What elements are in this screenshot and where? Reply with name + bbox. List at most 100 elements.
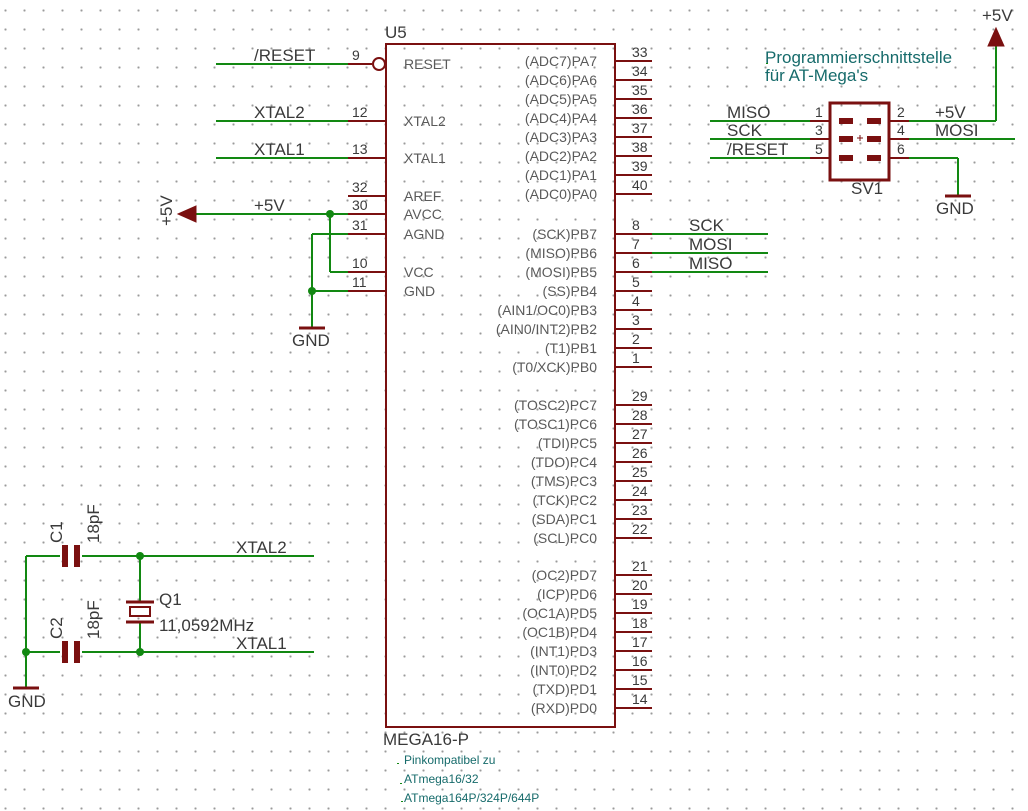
ic-left-nets: /RESET XTAL2 XTAL1 +5V +5V GND xyxy=(157,46,348,350)
pin-number: 18 xyxy=(632,615,648,631)
supply-arrow-right xyxy=(987,26,1005,47)
header-sv1: Programmierschnittstelle für AT-Mega's S… xyxy=(710,6,1015,218)
pin-number: 20 xyxy=(632,577,648,593)
pin-name: (AIN1/OC0)PB3 xyxy=(497,302,597,318)
pin-number: 30 xyxy=(352,197,368,213)
pin-inversion-bubble xyxy=(372,57,386,71)
ic-pin-right-15: 15(TXD)PD1 xyxy=(532,672,652,697)
gnd-label-left: GND xyxy=(292,331,330,350)
pin-number: 29 xyxy=(632,388,648,404)
crystal-value: 11,0592MHz xyxy=(159,616,254,635)
crystal-body xyxy=(129,606,151,617)
ic-pin-right-8: 8 (SCK)PB7 xyxy=(532,217,652,242)
pin-number: 31 xyxy=(352,217,368,233)
supply-label-left: +5V xyxy=(157,195,176,226)
hdr-label-sck: SCK xyxy=(727,121,763,140)
pin-number: 36 xyxy=(632,101,648,117)
junction-xtal2 xyxy=(136,552,144,560)
capacitor-c2: C2 18pF xyxy=(47,600,103,663)
pin-name: VCC xyxy=(404,264,434,280)
ic-right-pins: 33(ADC7)PA734(ADC6)PA635(ADC5)PA536(ADC4… xyxy=(496,44,652,716)
pin-name: (TDO)PC4 xyxy=(531,454,597,470)
pin-name: AGND xyxy=(404,226,444,242)
ic-pin-right-28: 28(TOSC1)PC6 xyxy=(514,407,652,432)
header-pad-right-2 xyxy=(867,118,881,124)
pin-number: 25 xyxy=(632,464,648,480)
pin-name: (SDA)PC1 xyxy=(532,511,598,527)
pin-name: (SCK)PB7 xyxy=(532,226,597,242)
pin-name: (TOSC2)PC7 xyxy=(514,397,597,413)
hdr-label-5v: +5V xyxy=(935,103,966,122)
pin-name: (OC1B)PD4 xyxy=(522,624,597,640)
ic-value: MEGA16-P xyxy=(383,730,469,749)
ic-pin-right-40: 40(ADC0)PA0 xyxy=(525,177,652,202)
c2-plate-left xyxy=(62,641,68,663)
pin-number: 6 xyxy=(632,255,640,271)
header-pads xyxy=(839,118,881,161)
gnd-label-right: GND xyxy=(936,199,974,218)
ic-pin-right-38: 38(ADC2)PA2 xyxy=(525,139,652,164)
c2-plate-right xyxy=(74,641,80,663)
pin-number: 8 xyxy=(632,217,640,233)
pin-number: 12 xyxy=(352,104,368,120)
ic-pin-right-20: 20(ICP)PD6 xyxy=(537,577,652,602)
net-label-avcc: +5V xyxy=(254,196,285,215)
header-pin-num-5: 5 xyxy=(815,141,823,157)
pin-name: (INT1)PD3 xyxy=(530,643,597,659)
ic-pin-right-16: 16(INT0)PD2 xyxy=(530,653,652,678)
pin-name: (SCL)PC0 xyxy=(533,530,597,546)
pin-name: (SS)PB4 xyxy=(543,283,598,299)
ic-refdes: U5 xyxy=(385,23,407,42)
ic-pin-right-22: 22 (SCL)PC0 xyxy=(533,521,652,546)
gnd-label-crystal: GND xyxy=(8,692,46,711)
pin-number: 4 xyxy=(632,293,640,309)
hdr-label-reset: /RESET xyxy=(727,140,788,159)
pin-number: 9 xyxy=(352,47,360,63)
pin-name: (MOSI)PB5 xyxy=(525,264,597,280)
net-label-xtal1: XTAL1 xyxy=(254,140,305,159)
header-pad-left-5 xyxy=(839,155,853,161)
pin-number: 38 xyxy=(632,139,648,155)
pin-name: RESET xyxy=(404,56,451,72)
note-line-2: ATmega16/32 xyxy=(404,772,479,786)
pin-name: AREF xyxy=(404,188,441,204)
pin-name: (MISO)PB6 xyxy=(525,245,597,261)
ic-pin-right-19: 19 (OC1A)PD5 xyxy=(522,596,652,621)
hdr-label-miso: MISO xyxy=(727,103,770,122)
pin-number: 19 xyxy=(632,596,648,612)
pin-number: 22 xyxy=(632,521,648,537)
note-line-3: ATmega164P/324P/644P xyxy=(404,791,539,805)
ic-pin-right-4: 4 (AIN1/OC0)PB3 xyxy=(497,293,652,318)
pin-name: (TMS)PC3 xyxy=(531,473,597,489)
ic-pin-right-6: 6 (MOSI)PB5 xyxy=(525,255,652,280)
pin-name: (ADC6)PA6 xyxy=(525,72,597,88)
net-label-sck: SCK xyxy=(689,216,725,235)
pin-number: 37 xyxy=(632,120,648,136)
pin-name: GND xyxy=(404,283,435,299)
ic-pin-right-26: 26(TDO)PC4 xyxy=(531,445,652,470)
pin-name: (OC1A)PD5 xyxy=(522,605,597,621)
pin-name: (TCK)PC2 xyxy=(532,492,597,508)
ic-right-nets: SCK MOSI MISO xyxy=(652,216,768,273)
net-label-xtal2-crystal: XTAL2 xyxy=(236,538,287,557)
pin-number: 2 xyxy=(632,331,640,347)
net-label-xtal2: XTAL2 xyxy=(254,103,305,122)
header-pin-num-3: 3 xyxy=(815,122,823,138)
ic-pin-right-17: 17(INT1)PD3 xyxy=(530,634,652,659)
ic-pin-right-2: 2(T1)PB1 xyxy=(545,331,652,356)
c1-value: 18pF xyxy=(84,504,103,543)
pin-name: (TDI)PC5 xyxy=(538,435,597,451)
pin-number: 5 xyxy=(632,274,640,290)
pin-name: (ADC4)PA4 xyxy=(525,110,597,126)
ic-pin-right-25: 25 (TMS)PC3 xyxy=(531,464,652,489)
pin-name: (T0/XCK)PB0 xyxy=(512,359,597,375)
pin-number: 32 xyxy=(352,179,368,195)
